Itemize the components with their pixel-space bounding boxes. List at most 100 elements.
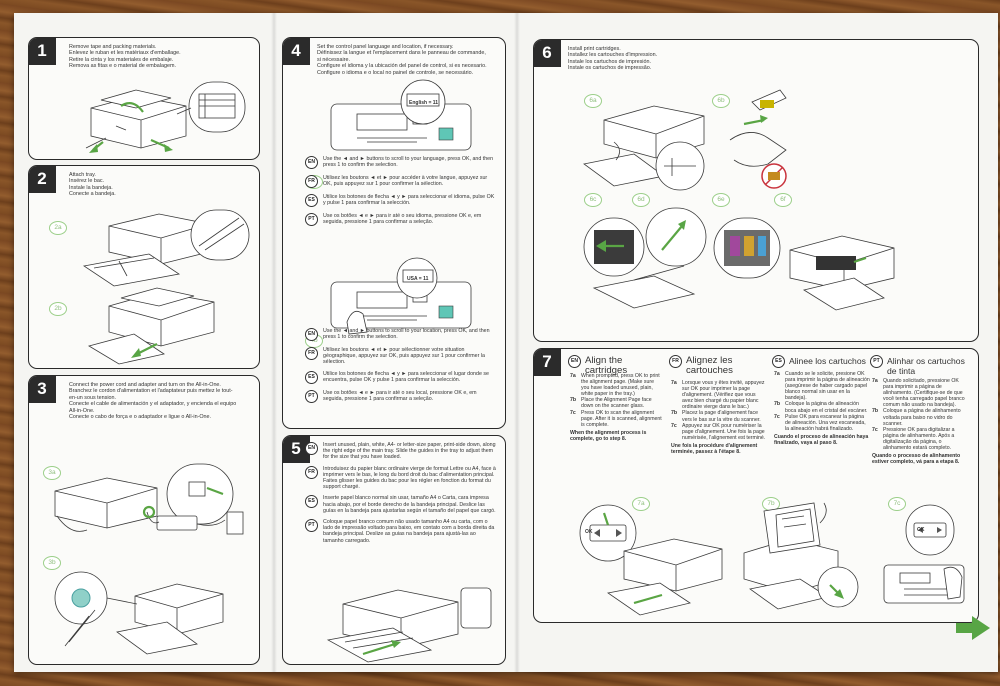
step-6-instructions: Install print cartridges. Installez les … [568,46,658,72]
step-number: 1 [29,38,56,65]
step-number: 6 [534,40,561,67]
step-4-instructions: Set the control panel language and locat… [317,44,487,76]
step-2-panel: 2 Attach tray. Insérez le bac. Instale l… [28,165,260,369]
align-title-es: Alinee los cartuchos [789,356,866,366]
sub-step-label: 7b [762,497,780,511]
instruction-text: Utilice los botones de flecha ◄ y ► para… [323,370,489,383]
lang-badge: FR [305,175,318,188]
step-3-instructions: Connect the power cord and adapter and t… [69,382,237,421]
language-instruction-row: ES Utilice los botones de flecha ◄ y ► pa… [305,370,495,385]
sub-step-label: 6d [632,193,650,207]
step-1-panel: 1 Remove tape and packing materials. Enl… [28,37,260,160]
lang-badge: FR [305,465,318,479]
step-3-panel: 3 Connect the power cord and adapter and… [28,375,260,665]
language-instruction-row: ES Utilice los botones de flecha ◄ y ► pa… [305,194,495,208]
instruction-text: Inserte papel blanco normal sin usar, ta… [323,495,496,514]
attach-tray-illustration [82,209,250,365]
step-number: 2 [29,166,56,193]
instruction-text: Use the ◄ and ► buttons to scroll to you… [323,156,494,169]
lang-badge: ES [305,370,318,384]
power-cord-illustration [54,463,244,655]
instruction-text: Utilice los botones de flecha ◄ y ► para… [323,194,495,207]
step-number: 7 [534,349,561,376]
alignment-illustration [579,502,965,616]
setup-poster: 1 Remove tape and packing materials. Enl… [14,13,998,672]
language-instruction-row: EN Insert unused, plain, white, A4- or le… [305,442,497,461]
lang-badge: EN [305,156,318,169]
instruction-text: Utilisez les boutons ◄ et ► pour sélecti… [323,347,485,366]
align-title-pt: Alinhar os cartuchos de tinta [887,356,965,376]
instruction-text: Use os botões ◄ e ► para ir até o seu lo… [323,389,477,402]
language-instruction-row: PT Coloque papel branco comum não usado t… [305,519,497,544]
step-4-panel: 4 Set the control panel language and loc… [282,37,506,429]
align-title-fr: Alignez les cartouches [686,355,733,376]
step-4a-language-list: EN Use the ◄ and ► buttons to scroll to y… [305,156,495,232]
align-note-es: Cuando el proceso de alineación haya fin… [774,433,869,447]
instruction-text: Use the ◄ and ► buttons to scroll to you… [323,328,490,341]
sub-step-label: 6c [584,193,602,207]
lang-badge: EN [305,328,318,341]
align-note-pt: Quando o processo de alinhamento estiver… [872,453,961,466]
align-note-en: When the alignment process is complete, … [570,429,647,442]
ok-button-label: OK [917,527,925,533]
sub-step-label: 2b [49,302,67,316]
lang-badge: FR [305,347,318,360]
step-6-panel: 6 Install print cartridges. Installez le… [533,39,979,342]
sub-step-label: 2a [49,221,67,235]
lang-badge: EN [305,442,318,455]
lang-badge: PT [305,213,318,226]
load-paper-illustration [326,587,492,663]
lang-badge-en: EN [568,355,581,368]
language-instruction-row: EN Use the ◄ and ► buttons to scroll to y… [305,328,495,342]
lang-badge-fr: FR [669,355,682,368]
fold-line [514,13,520,672]
lang-badge-pt: PT [870,355,883,368]
lang-badge: ES [305,495,318,509]
lang-badge: ES [305,194,318,207]
language-instruction-row: PT Use os botões ◄ e ► para ir até o seu … [305,213,495,227]
ok-button-label: OK [585,529,593,535]
sub-step-label: 6f [774,193,792,207]
instruction-text: Use os botões ◄ e ► para ir até o seu id… [323,213,482,226]
display-language-text: English = 11 [409,100,439,106]
lang-badge-es: ES [772,355,785,368]
install-cartridges-illustration [583,89,895,311]
language-instruction-row: EN Use the ◄ and ► buttons to scroll to y… [305,156,495,170]
sub-step-label: 6b [712,94,730,108]
step-1-instructions: Remove tape and packing materials. Enlev… [69,44,181,70]
step-number: 3 [29,376,56,403]
step-5-paper-list: EN Insert unused, plain, white, A4- or le… [305,442,497,549]
step-4b-location-list: EN Use the ◄ and ► buttons to scroll to y… [305,328,495,409]
lang-badge: PT [305,389,318,403]
fold-line [271,13,277,672]
sub-step-label: 6a [584,94,602,108]
display-location-text: USA = 11 [407,276,429,282]
sub-step-label: 7c [888,497,906,511]
sub-step-label: 3b [43,556,61,570]
instruction-text: Coloque papel branco comum não usado tam… [323,519,495,544]
sub-step-label: 7a [632,497,650,511]
language-instruction-row: PT Use os botões ◄ e ► para ir até o seu … [305,389,495,404]
instruction-text: Introduisez du papier blanc ordinaire vi… [323,465,496,491]
sub-step-label: 6e [712,193,730,207]
instruction-text: Insert unused, plain, white, A4- or lett… [323,442,496,461]
lang-badge: PT [305,519,318,533]
language-instruction-row: FR Introduisez du papier blanc ordinaire … [305,465,497,491]
